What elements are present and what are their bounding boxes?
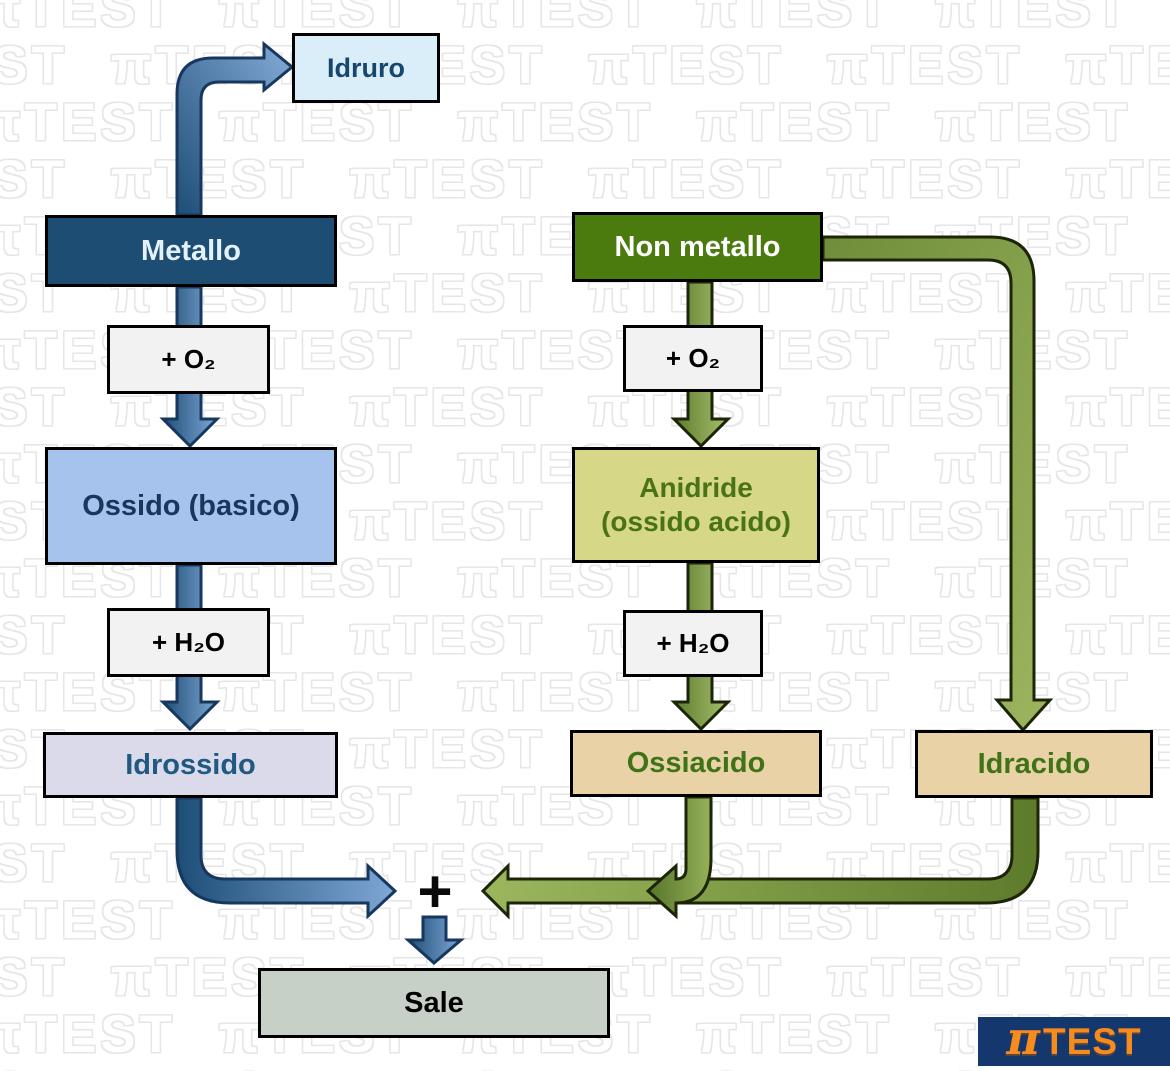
node-plus-h2o-left: + H₂O [107,608,270,677]
node-metallo: Metallo [45,215,337,287]
node-idrossido-label: Idrossido [125,748,256,781]
node-ossido-label: Ossido (basico) [82,489,300,522]
arrow-nonmetallo-to-idracido [821,235,1054,733]
node-anidride-label-line2: (ossido acido) [601,506,791,537]
node-non-metallo-label: Non metallo [614,230,781,263]
plus-junction: + [417,857,453,925]
node-ossiacido-label: Ossiacido [626,747,766,780]
node-sale: Sale [258,968,610,1038]
arrow-idracido-to-plus [480,796,1040,920]
node-metallo-label: Metallo [141,234,241,267]
arrow-plus-to-sale [404,915,466,965]
node-plus-o2-left-label: + O₂ [161,343,216,374]
node-anidride: Anidride (ossido acido) [572,447,820,563]
node-plus-h2o-right: + H₂O [623,610,763,677]
node-non-metallo: Non metallo [572,212,823,282]
node-plus-h2o-left-label: + H₂O [152,626,225,657]
node-ossido: Ossido (basico) [45,447,337,565]
node-idruro-label: Idruro [327,52,405,83]
node-plus-h2o-right-label: + H₂O [656,627,730,658]
node-plus-o2-right: + O₂ [623,325,763,392]
node-idrossido: Idrossido [43,732,338,798]
node-plus-o2-right-label: + O₂ [665,342,721,373]
node-ossiacido: Ossiacido [570,730,822,797]
node-anidride-label-line1: Anidride [639,472,753,504]
arrow-idrossido-to-plus [175,796,398,920]
arrow-metallo-to-idruro [175,40,295,217]
pitest-logo-pi-icon: π [1006,1011,1041,1065]
pitest-logo-text: TEST [1043,1021,1142,1062]
node-idracido-label: Idracido [977,747,1091,780]
node-idracido: Idracido [915,730,1153,798]
node-sale-label: Sale [404,986,464,1019]
node-idruro: Idruro [292,33,440,103]
node-plus-o2-left: + O₂ [107,325,270,394]
pitest-logo: π TEST [978,1011,1170,1066]
arrow-ossiacido-to-plus [645,795,713,920]
